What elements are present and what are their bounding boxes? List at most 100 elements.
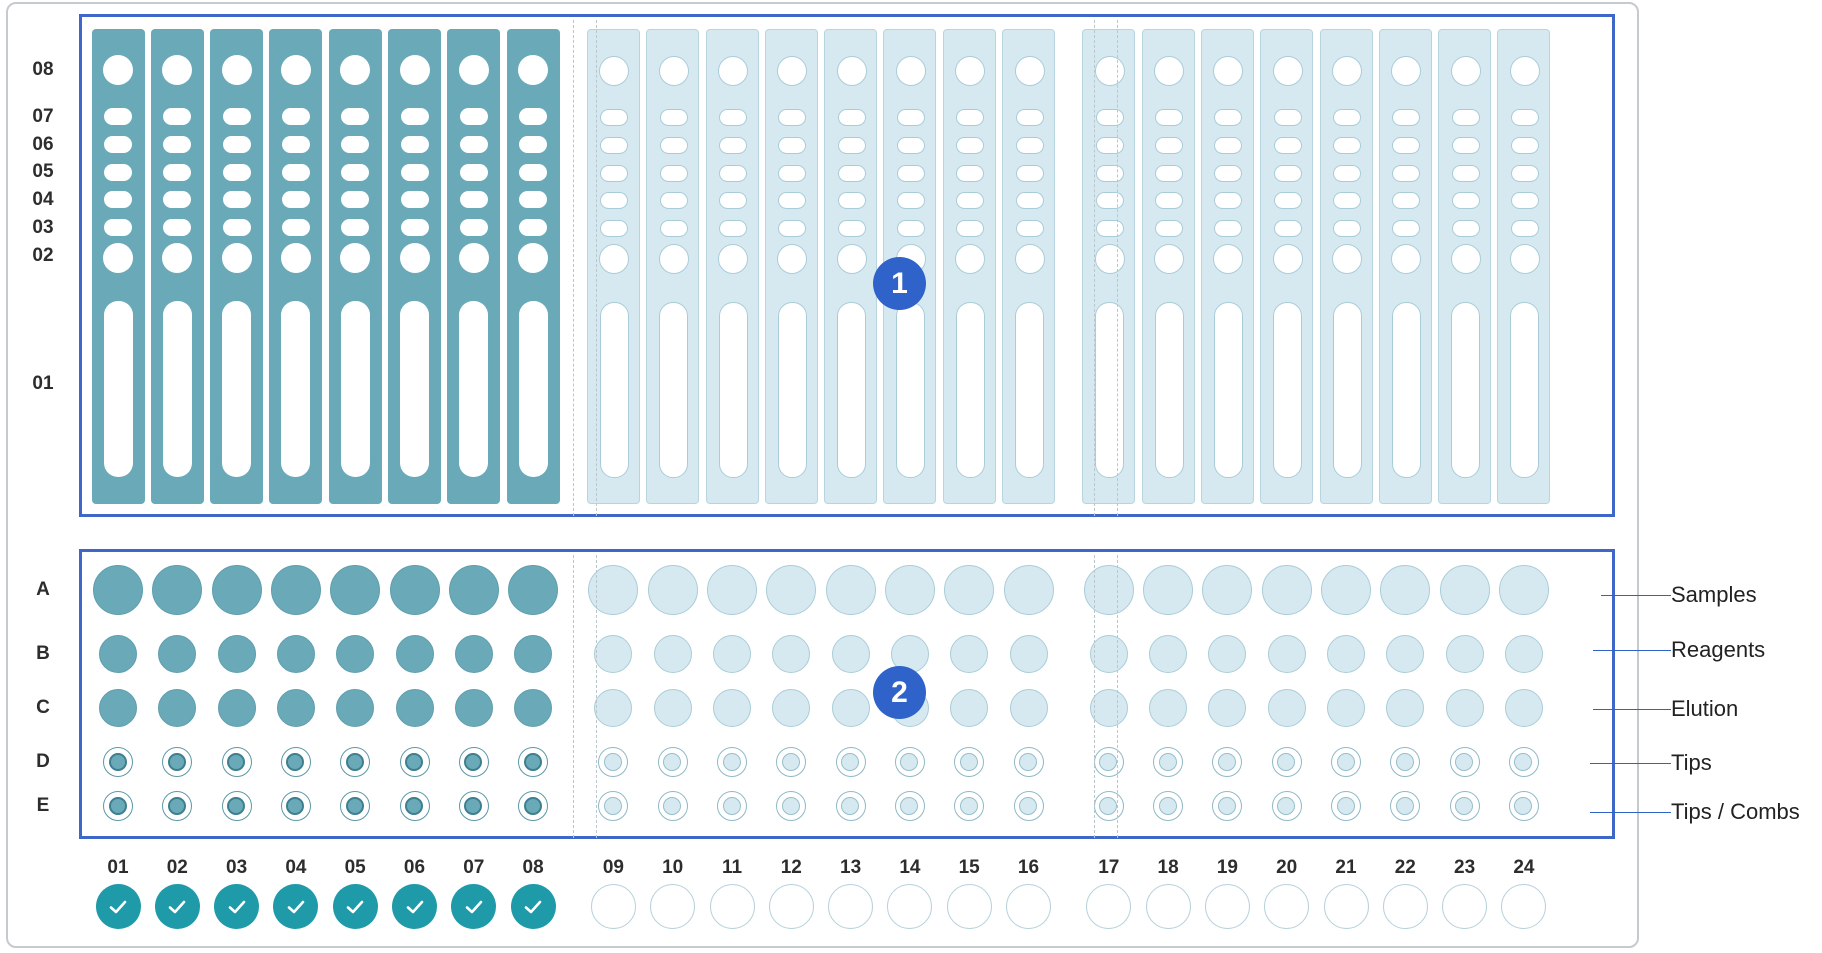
rack-hole — [1451, 191, 1480, 209]
rack-strip-20 — [1260, 29, 1314, 504]
rack-hole — [599, 244, 630, 274]
rack-hole — [896, 219, 925, 237]
column-select-22[interactable] — [1382, 884, 1428, 929]
tip-center — [523, 752, 542, 771]
column-select-15[interactable] — [946, 884, 992, 929]
rack-hole — [955, 56, 986, 86]
rack-trough — [222, 301, 252, 477]
tip-position-E15 — [954, 791, 985, 821]
rack-hole — [600, 191, 629, 209]
tip-center — [603, 796, 622, 815]
column-number: 24 — [1513, 857, 1535, 878]
tip-center — [663, 796, 682, 815]
rack-hole — [222, 218, 251, 236]
column-select-06[interactable] — [392, 884, 437, 929]
column-select-24[interactable] — [1501, 884, 1547, 929]
tip-position-E09 — [598, 791, 629, 821]
rack-hole — [1014, 244, 1045, 274]
column-select-02[interactable] — [154, 884, 200, 929]
rack-hole — [1451, 219, 1480, 237]
column-select-01[interactable] — [95, 884, 141, 929]
plate-well-B23 — [1445, 635, 1484, 673]
rack-trough — [659, 302, 689, 478]
tip-center — [286, 796, 305, 815]
plate-well-A19 — [1202, 565, 1253, 615]
column-select-11[interactable] — [709, 884, 755, 929]
column-number: 04 — [285, 857, 307, 878]
check-icon — [346, 900, 364, 913]
tip-center — [663, 752, 682, 771]
rack-hole — [459, 107, 488, 125]
column-select-12[interactable] — [768, 884, 814, 929]
rack-hole — [1510, 164, 1539, 182]
tips-label: Tips — [1671, 750, 1712, 775]
tips-combs-label: Tips / Combs — [1671, 799, 1800, 824]
rack-hole — [163, 190, 192, 208]
rack-hole — [1391, 244, 1422, 274]
column-select-20[interactable] — [1264, 884, 1310, 929]
rack-hole — [341, 135, 370, 153]
plate-well-A14 — [884, 565, 935, 615]
column-select-14[interactable] — [887, 884, 933, 929]
rack-trough — [718, 302, 748, 478]
rack-hole — [1272, 244, 1303, 274]
tip-center — [1514, 752, 1533, 771]
tip-center — [167, 752, 186, 771]
tip-position-D20 — [1271, 747, 1302, 777]
column-select-07[interactable] — [451, 884, 497, 929]
column-select-13[interactable] — [828, 884, 874, 929]
plate-well-C18 — [1149, 689, 1188, 727]
rack-hole — [778, 219, 807, 237]
column-select-19[interactable] — [1204, 884, 1250, 929]
column-select-16[interactable] — [1006, 884, 1051, 929]
rack-hole — [341, 190, 370, 208]
rack-hole — [163, 135, 192, 153]
plate-well-A05 — [330, 565, 381, 615]
rack-hole — [1273, 164, 1302, 182]
tip-position-D17 — [1093, 747, 1124, 777]
column-select-23[interactable] — [1442, 884, 1488, 929]
plate-well-B04 — [276, 635, 315, 673]
column-select-04[interactable] — [273, 884, 319, 929]
column-select-10[interactable] — [650, 884, 696, 929]
tip-position-E11 — [717, 791, 747, 821]
column-select-17[interactable] — [1086, 884, 1132, 929]
column-select-21[interactable] — [1323, 884, 1369, 929]
tip-position-E01 — [103, 791, 133, 821]
tip-position-E12 — [776, 791, 807, 821]
tip-position-D23 — [1449, 747, 1480, 777]
rack-hole — [719, 164, 747, 182]
tip-position-E23 — [1449, 791, 1480, 821]
plate-highlight-box — [79, 549, 1615, 839]
plate-well-B22 — [1386, 635, 1425, 673]
plate-well-B24 — [1504, 635, 1543, 673]
column-select-05[interactable] — [332, 884, 378, 929]
column-select-08[interactable] — [510, 884, 556, 929]
tip-center — [227, 752, 246, 771]
column-select-18[interactable] — [1145, 884, 1191, 929]
tip-position-D21 — [1331, 747, 1361, 777]
rack-hole — [1214, 164, 1243, 182]
check-icon — [287, 900, 305, 913]
plate-well-B09 — [594, 635, 633, 673]
column-select-03[interactable] — [214, 884, 260, 929]
column-number: 16 — [1017, 857, 1040, 878]
rack-hole — [1015, 108, 1044, 126]
plate-well-A13 — [825, 565, 876, 615]
rack-trough — [837, 302, 867, 478]
rack-hole — [956, 164, 985, 182]
rack-hole — [1095, 219, 1124, 237]
column-select-09[interactable] — [590, 884, 636, 929]
rack-trough — [1095, 302, 1125, 478]
tip-position-D24 — [1508, 747, 1539, 777]
rack-hole — [1095, 164, 1124, 182]
check-icon — [406, 900, 423, 913]
elution-label: Elution — [1671, 696, 1739, 721]
rack-hole — [1154, 244, 1185, 274]
rack-strip-06 — [388, 29, 441, 504]
rack-trough — [1154, 302, 1184, 478]
group-separator — [596, 555, 597, 838]
rack-trough — [1391, 302, 1421, 478]
tip-position-D22 — [1390, 747, 1421, 777]
rack-hole — [1015, 136, 1044, 154]
